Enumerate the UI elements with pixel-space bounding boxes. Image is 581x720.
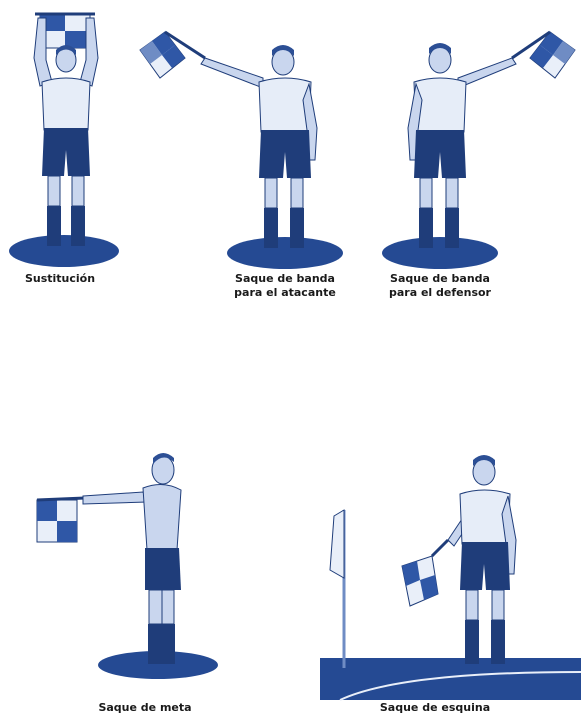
caption-corner-kick: Saque de esquina (365, 701, 505, 715)
substitution-figure (0, 0, 140, 300)
shadow-disc (227, 237, 343, 269)
signal-corner-kick: Saque de esquina (320, 440, 581, 720)
caption-goal-kick: Saque de meta (85, 701, 205, 715)
corner-flag-icon (330, 510, 344, 668)
signal-throw-in-defender: Saque de banda para el defensor (370, 0, 581, 330)
caption-throw-in-attacker: Saque de banda para el atacante (225, 272, 345, 300)
corner-kick-figure (320, 440, 581, 720)
goal-kick-figure (25, 440, 225, 720)
checkered-flag-icon (512, 32, 575, 78)
signal-goal-kick: Saque de meta (25, 440, 225, 720)
checkered-flag-icon (37, 498, 85, 542)
shadow-disc (382, 237, 498, 269)
signal-substitution: Sustitución (0, 0, 140, 300)
checkered-flag-icon (140, 32, 205, 78)
caption-substitution: Sustitución (10, 272, 110, 286)
shadow-disc (9, 235, 119, 267)
signal-throw-in-attacker: Saque de banda para el atacante (135, 0, 345, 330)
caption-throw-in-defender: Saque de banda para el defensor (375, 272, 505, 300)
checkered-flag-icon (402, 540, 448, 606)
